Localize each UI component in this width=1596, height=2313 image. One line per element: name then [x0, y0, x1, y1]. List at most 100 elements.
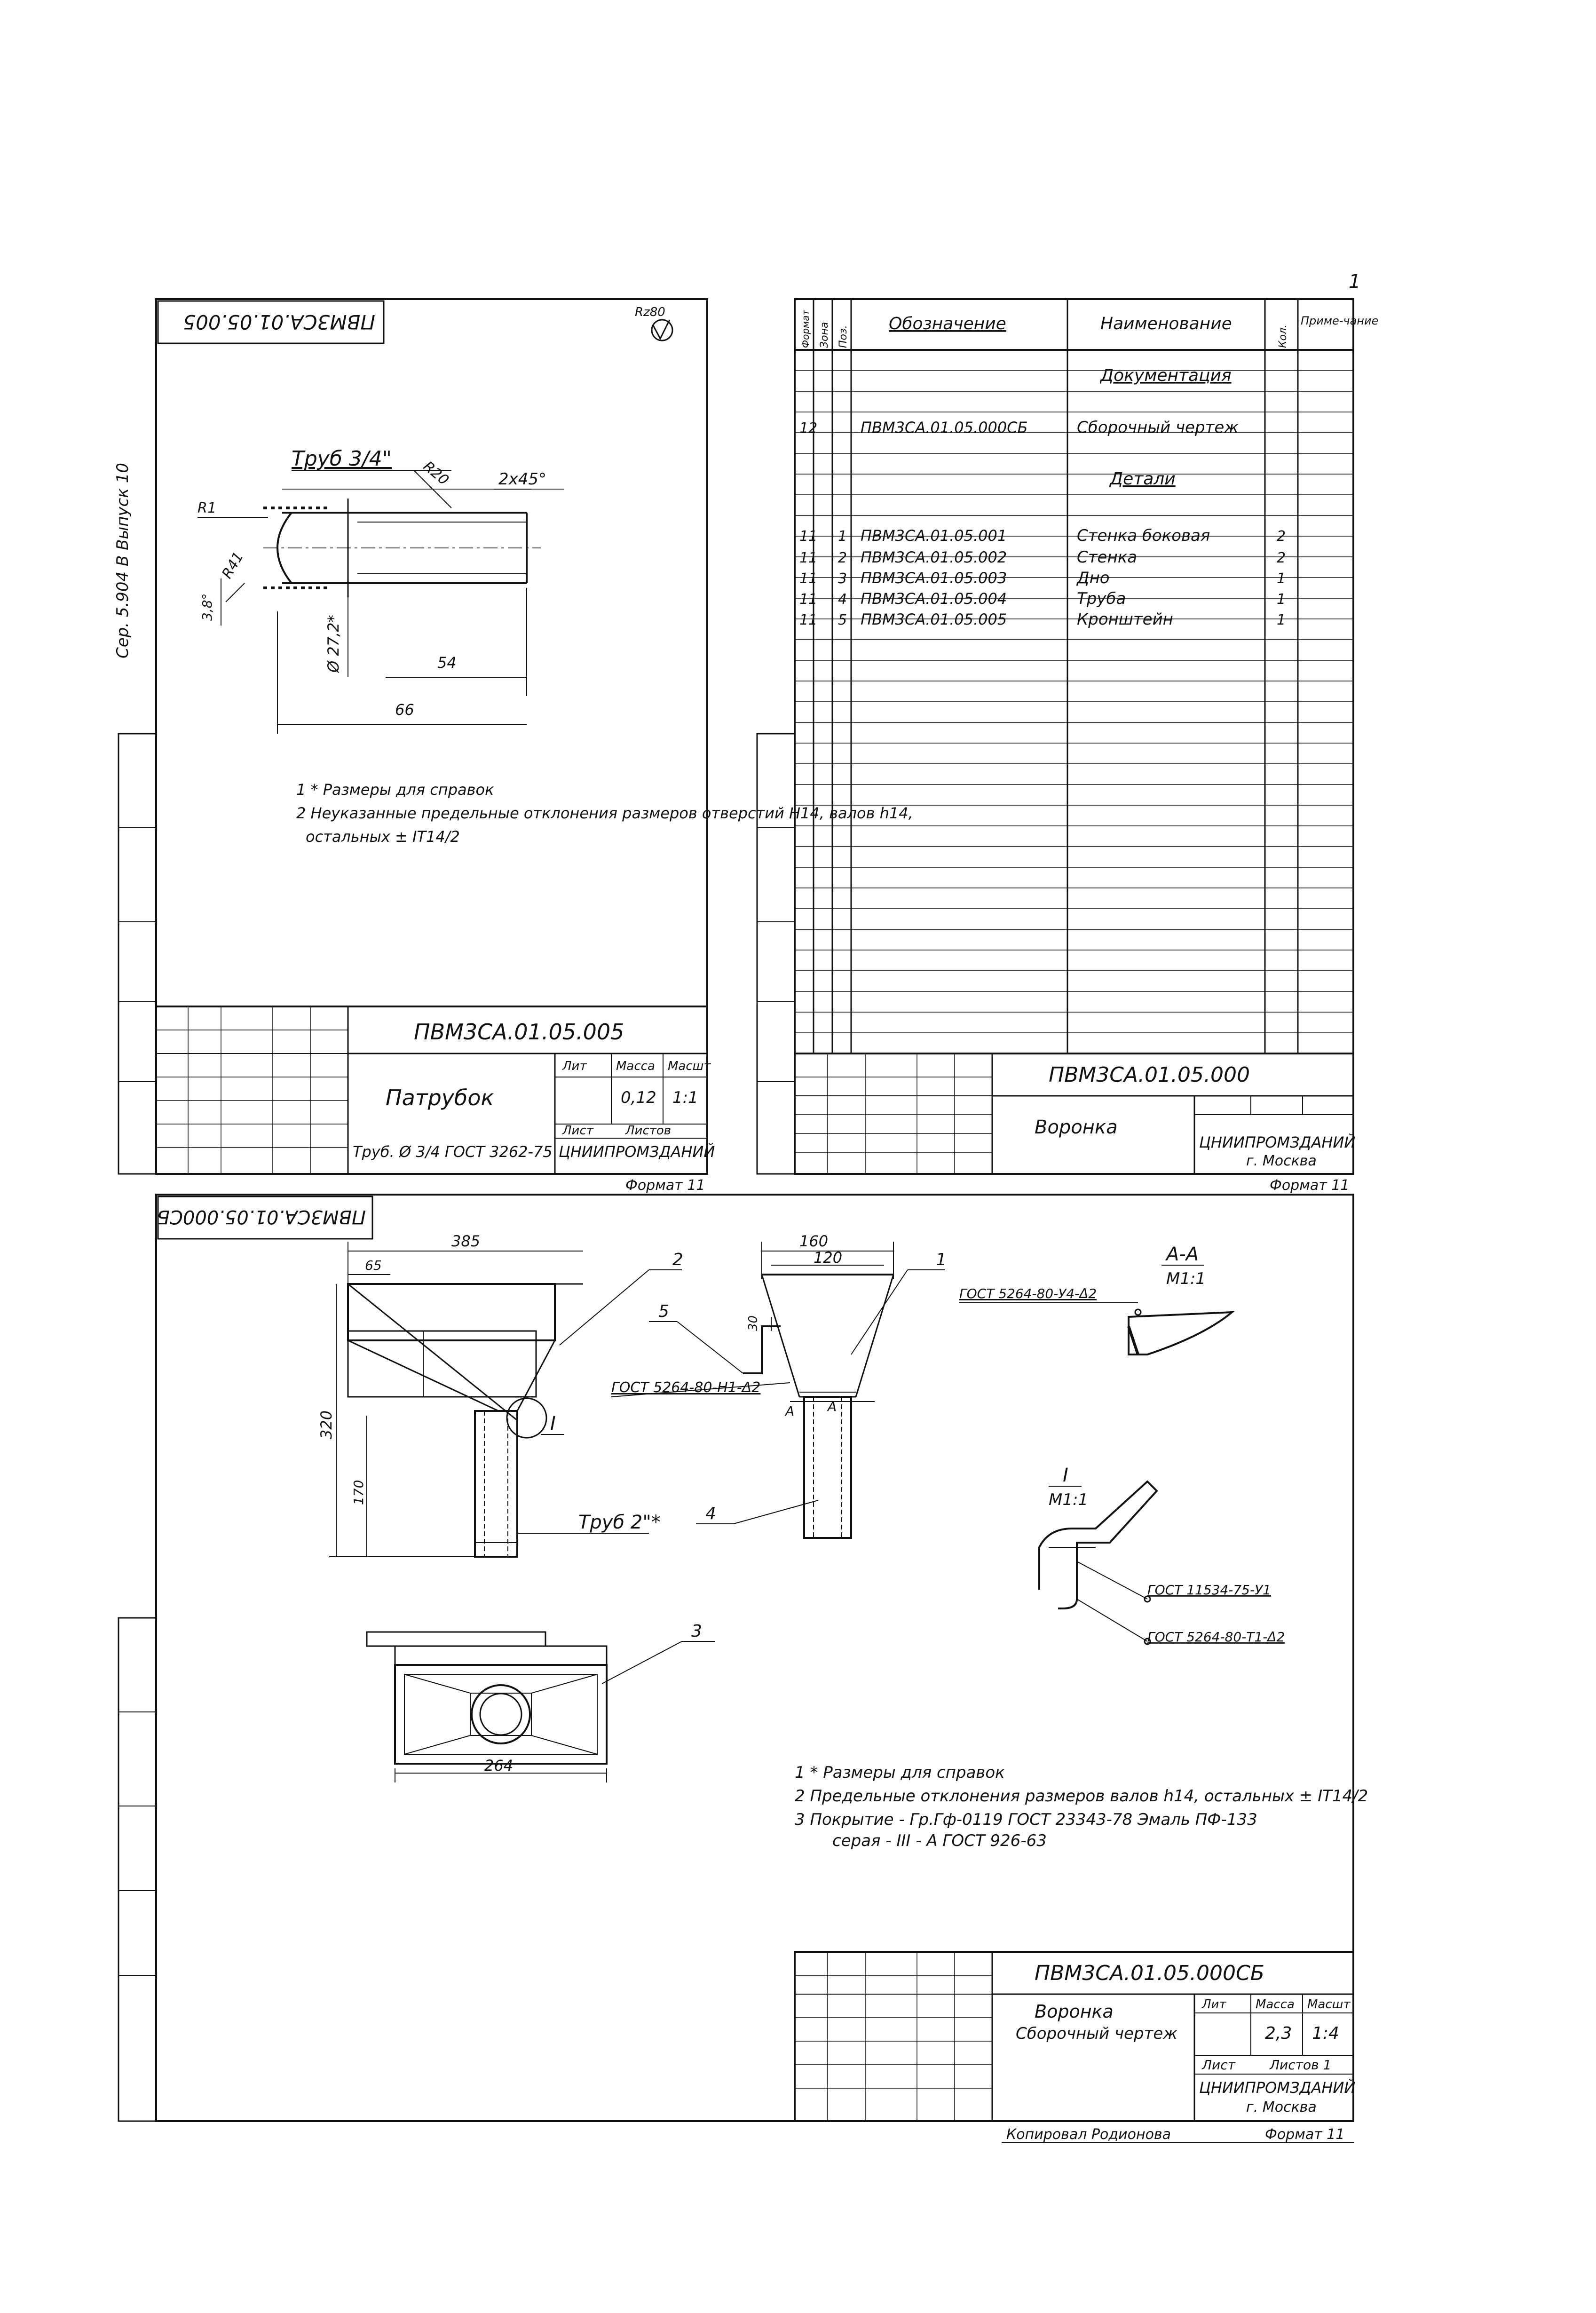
callout-2: 2 — [672, 1250, 683, 1269]
spec-title-block: ПВМ3СА.01.05.000 Воронка ЦНИИПРОМЗДАНИЙ … — [794, 1053, 1355, 1175]
spec-city: г. Москва — [1246, 1153, 1317, 1169]
weld-1: ГОСТ 5264-80-Н1-Δ2 — [611, 1379, 760, 1396]
assembly-org: ЦНИИПРОМЗДАНИЙ — [1199, 2079, 1355, 2097]
spec-cell-code: ПВМ3СА.01.05.004 — [861, 590, 1007, 608]
spec-cell-pos: 2 — [838, 550, 847, 566]
dim-160: 160 — [799, 1232, 828, 1250]
weld-2: ГОСТ 5264-80-У4-Δ2 — [959, 1286, 1097, 1301]
left-rotated-code: ПВМ3СА.01.05.005 — [183, 310, 375, 333]
left-title-block: ПВМ3СА.01.05.005 Патрубок Лит Масса Масш… — [155, 1006, 715, 1175]
spec-cell-code: ПВМ3СА.01.05.002 — [861, 548, 1007, 566]
spec-cell-qty: 1 — [1277, 612, 1286, 628]
spec-header-zone: Зона — [819, 322, 830, 348]
spec-section-parts: Детали — [1109, 469, 1176, 489]
spec-cell-name: Труба — [1077, 589, 1126, 608]
dim-38: 3,8° — [199, 593, 215, 621]
assembly-mass: 2,3 — [1265, 2024, 1292, 2043]
spec-header-qty: Кол. — [1277, 325, 1289, 348]
spec-cell-code: ПВМ3СА.01.05.003 — [861, 569, 1007, 587]
weld-4: ГОСТ 5264-80-Т1-Δ2 — [1147, 1629, 1285, 1645]
spec-header-format: Формат — [800, 309, 811, 348]
dim-385: 385 — [451, 1232, 480, 1250]
dim-diam: Ø 27,2* — [324, 615, 342, 673]
section-aa-label: А-А — [1165, 1244, 1199, 1265]
dim-320: 320 — [317, 1410, 335, 1439]
assembly-sheet-label: Лист — [1201, 2057, 1236, 2073]
assembly-note-3: 3 Покрытие - Гр.Гф-0119 ГОСТ 23343-78 Эм… — [795, 1810, 1257, 1829]
spec-cell-name: Стенка боковая — [1077, 526, 1210, 545]
series-side-note: Cер. 5.904 В Выпуск 10 — [113, 463, 132, 658]
spec-cell-name: Сборочный чертеж — [1077, 418, 1239, 437]
detail-i-mark: I — [550, 1413, 556, 1434]
funnel-front-view — [347, 1283, 583, 1558]
spec-cell-pos: 3 — [838, 570, 847, 587]
assembly-copied: Копировал Родионова — [1006, 2126, 1171, 2143]
spec-sheet: Формат Зона Поз. Обозначение Наименовани… — [756, 298, 1378, 1194]
spec-header-name: Наименование — [1100, 314, 1232, 333]
spec-cell-code: ПВМ3СА.01.05.000СБ — [861, 419, 1028, 436]
callout-3: 3 — [691, 1622, 702, 1641]
spec-cell-name: Стенка — [1077, 548, 1137, 567]
detail-i-scale: М1:1 — [1049, 1490, 1088, 1509]
assembly-rotated-code: ПВМ3СА.01.05.000СБ — [157, 1206, 366, 1228]
spec-name: Воронка — [1035, 1117, 1118, 1138]
dim-170: 170 — [351, 1480, 366, 1505]
assembly-note-4: серая - III - А ГОСТ 926-63 — [832, 1831, 1047, 1850]
assembly-note-1: 1 * Размеры для справок — [795, 1763, 1005, 1782]
assembly-city: г. Москва — [1246, 2099, 1317, 2115]
spec-cell-format: 11 — [799, 550, 817, 566]
dim-30: 30 — [746, 1315, 760, 1331]
assembly-note-2: 2 Предельные отклонения размеров валов h… — [795, 1787, 1368, 1806]
spec-header-code: Обозначение — [889, 314, 1006, 333]
dim-264: 264 — [484, 1757, 513, 1774]
assembly-title-block: ПВМ3СА.01.05.000СБ Воронка Сборочный чер… — [794, 1951, 1355, 2122]
assembly-title-code: ПВМ3СА.01.05.000СБ — [1035, 1961, 1264, 1985]
spec-cell-code: ПВМ3СА.01.05.005 — [861, 610, 1007, 628]
left-org: ЦНИИПРОМЗДАНИЙ — [559, 1143, 715, 1161]
spec-cell-qty: 2 — [1277, 528, 1286, 545]
left-format: Формат 11 — [625, 1177, 705, 1194]
spec-cell-name: Кронштейн — [1077, 610, 1173, 629]
spec-header-note: Приме-чание — [1301, 314, 1378, 327]
detail-i-label: I — [1063, 1465, 1068, 1486]
weld-3: ГОСТ 11534-75-У1 — [1147, 1582, 1271, 1598]
funnel-side-view — [743, 1274, 894, 1539]
left-col-lit: Лит — [562, 1059, 587, 1073]
spec-title-code: ПВМ3СА.01.05.000 — [1049, 1063, 1250, 1087]
spec-section-docs: Документация — [1099, 366, 1232, 385]
spec-cell-format: 11 — [799, 528, 817, 545]
left-col-mass: Масса — [616, 1059, 655, 1073]
left-note-1: 1 * Размеры для справок — [296, 781, 494, 799]
left-scale: 1:1 — [672, 1088, 698, 1107]
assembly-name: Воронка — [1035, 2001, 1114, 2022]
spec-cell-code: ПВМ3СА.01.05.001 — [861, 527, 1007, 545]
spec-cell-pos: 5 — [838, 612, 847, 628]
mark-a-right: А — [827, 1399, 837, 1414]
pipe-label: Труб 3/4" — [292, 447, 392, 471]
assembly-sheet: ПВМ3СА.01.05.000СБ 385 65 320 170 — [118, 1194, 1368, 2143]
left-title-code: ПВМ3СА.01.05.005 — [414, 1019, 624, 1045]
spec-cell-qty: 1 — [1277, 591, 1286, 608]
page-number: 1 — [1349, 271, 1360, 293]
spec-cell-format: 12 — [799, 420, 817, 436]
assembly-format: Формат 11 — [1265, 2126, 1344, 2143]
spec-header-pos: Поз. — [838, 325, 849, 348]
left-sheet: ПВМ3СА.01.05.005 Rz80 Труб 3/4" R20 2x45… — [118, 298, 913, 1194]
assembly-col-mass: Масса — [1256, 1997, 1295, 2012]
left-sheets-label: Листов — [625, 1124, 671, 1138]
left-note-2: 2 Неуказанные предельные отклонения разм… — [296, 804, 913, 822]
mark-a-left: А — [784, 1403, 794, 1419]
spec-cell-format: 11 — [799, 570, 817, 587]
dim-54: 54 — [437, 654, 457, 672]
spec-row-lines — [795, 370, 1353, 1033]
dim-r1: R1 — [198, 500, 216, 516]
left-note-3: остальных ± IT14/2 — [306, 828, 460, 846]
dim-chamfer: 2x45° — [498, 470, 546, 489]
assembly-col-lit: Лит — [1201, 1997, 1226, 2012]
left-material: Труб. Ø 3/4 ГОСТ 3262-75 — [353, 1143, 553, 1161]
spec-cell-name: Дно — [1076, 569, 1110, 587]
roughness-value: Rz80 — [635, 305, 665, 319]
funnel-plan-view — [366, 1631, 608, 1765]
